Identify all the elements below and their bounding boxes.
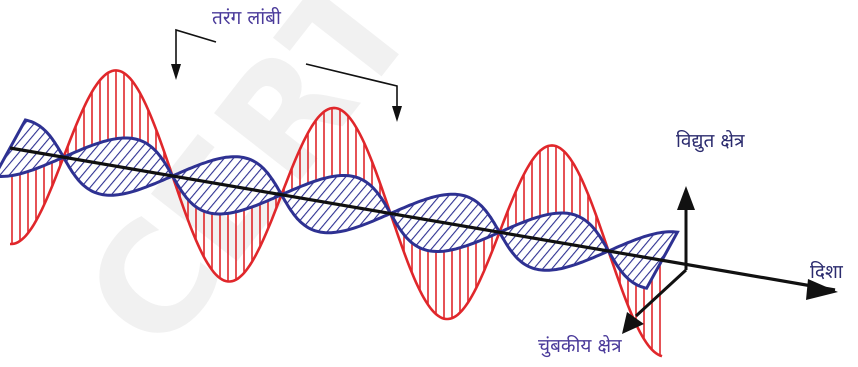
pointer-arrowhead-icon bbox=[171, 64, 181, 80]
wavelength-label: तरंग लांबी bbox=[212, 6, 282, 29]
magnetic-field-label: चुंबकीय क्षेत्र bbox=[538, 334, 622, 358]
up-arrowhead-icon bbox=[677, 186, 695, 210]
wavelength-pointer-left bbox=[176, 30, 216, 72]
direction-label: दिशा bbox=[810, 260, 844, 283]
electric-field-label: विद्युत क्षेत्र bbox=[676, 129, 745, 153]
